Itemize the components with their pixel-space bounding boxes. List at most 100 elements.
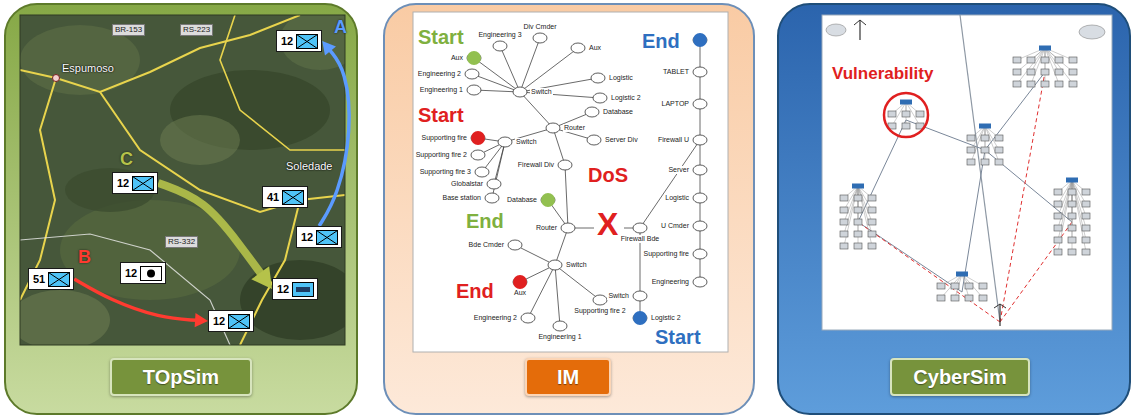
unit-number: 12	[301, 231, 313, 244]
network-node-label: Router	[563, 124, 586, 132]
computer-icon	[868, 195, 876, 201]
symbol-frame	[297, 34, 318, 48]
arrowhead	[251, 266, 272, 289]
movement-arrow	[319, 41, 349, 226]
computer-icon	[916, 111, 924, 117]
computer-icon	[854, 219, 862, 225]
unit-symbol	[228, 314, 250, 329]
road-number: BR-153	[112, 24, 145, 36]
network-topology-frame	[822, 15, 1112, 330]
computer-icon	[854, 231, 862, 237]
computer-icon	[1055, 57, 1063, 63]
network-node	[553, 321, 567, 331]
unit-number: 12	[125, 267, 137, 280]
network-node	[548, 260, 562, 270]
symbol-frame	[293, 282, 314, 296]
computer-icon	[868, 243, 876, 249]
computer-icon	[995, 135, 1003, 141]
computer-icon	[1013, 57, 1021, 63]
arrowhead	[322, 41, 336, 56]
network-node-label: Engineering 2	[473, 314, 518, 322]
network-node	[587, 135, 601, 145]
network-node	[471, 150, 485, 160]
network-node	[493, 41, 507, 51]
simulator-name: CyberSim	[913, 365, 1006, 389]
switch-icon	[1039, 46, 1051, 51]
unit-number: 12	[277, 283, 289, 296]
network-node-label: Logistic	[664, 194, 690, 202]
computer-icon	[1041, 57, 1049, 63]
axis-letter: B	[78, 246, 91, 268]
computer-icon	[1054, 225, 1062, 231]
computer-icon	[1068, 201, 1076, 207]
host-cluster	[888, 100, 924, 130]
network-node-label: Supporting fire 2	[573, 307, 626, 315]
computer-icon	[1082, 225, 1090, 231]
symbol-cross	[49, 272, 70, 286]
computer-icon	[981, 147, 989, 153]
terrain-map	[20, 15, 345, 345]
network-node	[465, 69, 479, 79]
computer-icon	[854, 243, 862, 249]
network-link	[565, 165, 568, 228]
lan-link	[1017, 48, 1045, 84]
symbol-cross	[317, 230, 338, 244]
computer-icon	[967, 159, 975, 165]
start-label: Start	[418, 104, 464, 127]
end-label: End	[456, 280, 494, 303]
computer-icon	[965, 283, 973, 289]
network-link	[555, 265, 600, 300]
network-link	[553, 128, 565, 165]
computer-icon	[1082, 249, 1090, 255]
network-graph	[465, 33, 707, 331]
path-endpoint-dot	[471, 131, 485, 145]
switch-icon	[956, 272, 968, 277]
symbol-dot	[147, 269, 155, 277]
network-node	[475, 167, 489, 177]
symbol-cross	[297, 34, 318, 48]
network-link	[555, 265, 560, 326]
path-endpoint-dot	[633, 311, 647, 325]
computer-icon	[902, 111, 910, 117]
network-link	[520, 38, 540, 92]
backbone-link	[985, 72, 1045, 150]
network-node	[693, 277, 707, 287]
computer-icon	[1041, 81, 1049, 87]
lan-link	[985, 126, 999, 162]
road	[100, 92, 345, 212]
unit-symbol	[292, 282, 314, 297]
network-node-label: Aux	[588, 44, 602, 52]
computer-icon	[937, 295, 945, 301]
computer-icon	[937, 283, 945, 289]
network-node	[693, 221, 707, 231]
network-node	[585, 107, 599, 117]
symbol-cross	[283, 190, 304, 204]
symbol-frame	[229, 314, 250, 328]
computer-icon	[967, 135, 975, 141]
switch-icon	[852, 184, 864, 189]
network-link	[555, 228, 568, 265]
host-cluster	[840, 184, 876, 250]
unit-symbol-box: 51	[28, 268, 74, 290]
road	[220, 15, 345, 150]
antenna-icon	[854, 20, 866, 40]
network-node-label: Switch	[530, 88, 553, 96]
computer-icon	[1027, 69, 1035, 75]
lan-link	[1045, 48, 1046, 84]
unit-symbol	[48, 272, 70, 287]
network-link	[640, 140, 700, 228]
computer-icon	[840, 219, 848, 225]
lan-link	[1045, 48, 1073, 84]
antenna-icon	[994, 304, 1006, 326]
lan-link	[1045, 48, 1059, 84]
computer-icon	[1069, 57, 1077, 63]
symbol-cross	[283, 190, 304, 204]
network-node	[693, 99, 707, 109]
network-node-label: Firewall U	[657, 136, 690, 144]
network-node	[487, 179, 501, 189]
movement-path	[158, 183, 262, 275]
symbol-cross	[229, 314, 250, 328]
network-node-label: Base station	[441, 194, 482, 202]
terrain-patch	[160, 115, 240, 165]
